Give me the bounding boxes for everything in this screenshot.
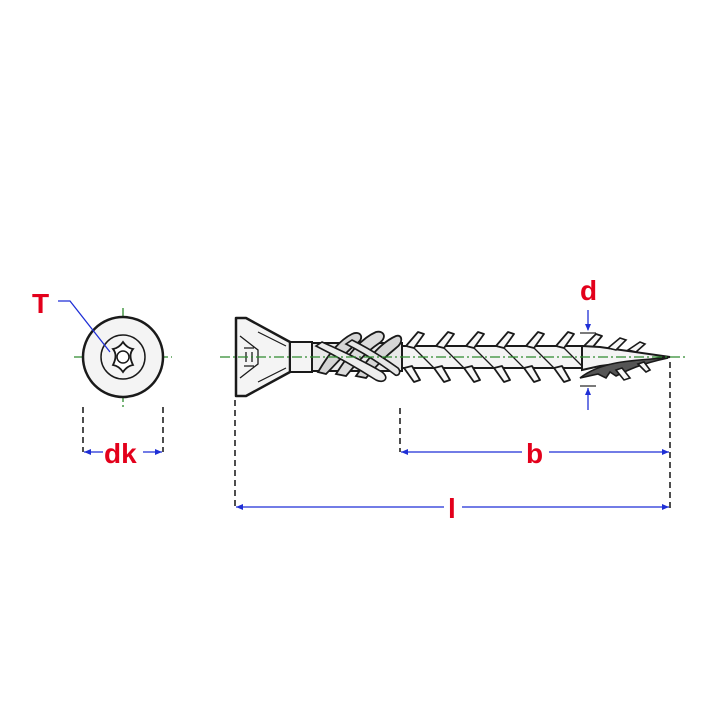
dk-arrow-right bbox=[155, 449, 162, 455]
thread-length-dimension: b bbox=[399, 408, 669, 469]
d-arrow-bottom bbox=[585, 388, 591, 395]
head-diameter-dimension: dk bbox=[82, 407, 164, 469]
total-length-dimension: l bbox=[234, 362, 671, 524]
thread-flanks bbox=[403, 331, 603, 383]
dk-label: dk bbox=[104, 438, 137, 469]
torx-annotation: T bbox=[32, 288, 111, 353]
screw-side-view bbox=[220, 316, 688, 398]
screw-tip-cutter bbox=[579, 357, 669, 380]
thread-crossing-lines bbox=[413, 347, 583, 369]
b-label: b bbox=[526, 438, 543, 469]
b-arrow-right bbox=[662, 449, 669, 455]
milling-ribs bbox=[311, 330, 403, 383]
l-arrow-left bbox=[236, 504, 243, 510]
d-arrow-top bbox=[585, 324, 591, 331]
torx-drive-icon bbox=[111, 340, 135, 374]
thread-diameter-dimension: d bbox=[580, 275, 597, 410]
l-label: l bbox=[448, 493, 456, 524]
b-arrow-left bbox=[401, 449, 408, 455]
d-label: d bbox=[580, 275, 597, 306]
torx-leader-line bbox=[58, 300, 111, 353]
l-arrow-right bbox=[662, 504, 669, 510]
head-end-view bbox=[74, 308, 172, 408]
torx-center-circle bbox=[116, 350, 130, 364]
tip-thread-flanks bbox=[606, 337, 652, 381]
head-underside-ribs bbox=[257, 331, 287, 383]
head-inner-ring bbox=[100, 334, 146, 380]
dk-arrow-left bbox=[84, 449, 91, 455]
torx-label: T bbox=[32, 288, 49, 319]
